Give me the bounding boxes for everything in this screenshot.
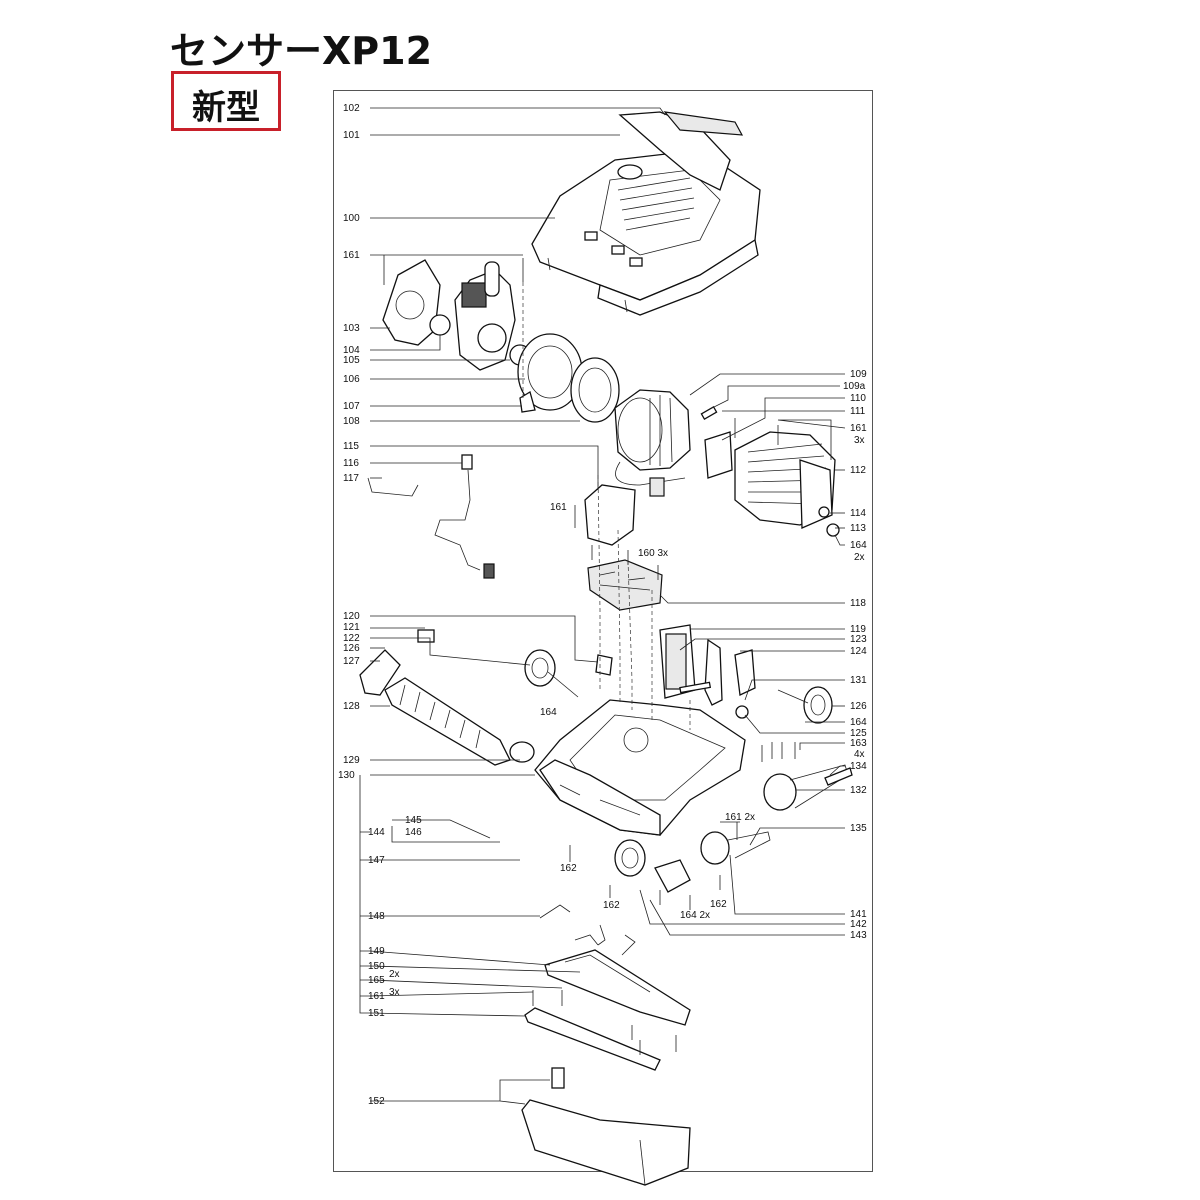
callout-165: 165 bbox=[368, 975, 385, 986]
callout-2x-b: 2x bbox=[389, 969, 400, 980]
callout-100: 100 bbox=[343, 213, 360, 224]
callout-147: 147 bbox=[368, 855, 385, 866]
callout-142: 142 bbox=[850, 919, 867, 930]
callout-113: 113 bbox=[850, 523, 866, 534]
callout-134: 134 bbox=[850, 761, 867, 772]
callout-128: 128 bbox=[343, 701, 360, 712]
callout-121: 121 bbox=[343, 622, 360, 633]
callout-130: 130 bbox=[338, 770, 355, 781]
callout-124: 124 bbox=[850, 646, 867, 657]
callout-2x-a: 2x bbox=[854, 552, 865, 563]
callout-161d: 161 2x bbox=[725, 812, 755, 823]
callout-164a: 164 bbox=[850, 540, 867, 551]
callout-3x-a: 3x bbox=[854, 435, 865, 446]
callout-163: 163 bbox=[850, 738, 867, 749]
part-power-cord bbox=[367, 454, 495, 579]
callout-149: 149 bbox=[368, 946, 385, 957]
callout-118: 118 bbox=[850, 598, 866, 609]
callout-151: 151 bbox=[368, 1008, 385, 1019]
callout-161a: 161 bbox=[343, 250, 360, 261]
part-sole-plate bbox=[524, 949, 691, 1071]
callout-161e: 161 bbox=[368, 991, 385, 1002]
callout-143: 143 bbox=[850, 930, 867, 941]
part-bumper bbox=[521, 1067, 691, 1186]
callout-109a: 109a bbox=[843, 381, 866, 392]
callout-4x: 4x bbox=[854, 749, 865, 760]
callout-120: 120 bbox=[343, 611, 360, 622]
callout-116: 116 bbox=[343, 458, 359, 469]
callout-119: 119 bbox=[850, 624, 866, 635]
part-switch-assembly bbox=[659, 624, 756, 719]
callout-111: 111 bbox=[850, 406, 866, 417]
callout-164b: 164 bbox=[540, 707, 557, 718]
callout-123: 123 bbox=[850, 634, 867, 645]
callout-135: 135 bbox=[850, 823, 867, 834]
part-pcb bbox=[587, 559, 663, 611]
page-title: センサーXP12 bbox=[170, 29, 433, 73]
part-belt-pulley bbox=[654, 764, 853, 893]
callout-148: 148 bbox=[368, 911, 385, 922]
part-motor bbox=[614, 389, 718, 497]
callout-115: 115 bbox=[343, 441, 359, 452]
callout-129: 129 bbox=[343, 755, 360, 766]
callout-152: 152 bbox=[368, 1096, 385, 1107]
callout-162c: 162 bbox=[710, 899, 727, 910]
callout-3x-b: 3x bbox=[389, 987, 400, 998]
callout-127: 127 bbox=[343, 656, 360, 667]
callout-162b: 162 bbox=[603, 900, 620, 911]
model-badge-label: 新型 bbox=[192, 88, 260, 128]
part-motor-rings bbox=[509, 333, 620, 423]
callout-110: 110 bbox=[850, 393, 866, 404]
part-screws bbox=[383, 258, 832, 1055]
callout-122: 122 bbox=[343, 633, 360, 644]
callout-164c: 164 bbox=[850, 717, 867, 728]
callout-125: 125 bbox=[850, 728, 867, 739]
callout-108: 108 bbox=[343, 416, 360, 427]
callout-164d: 164 2x bbox=[680, 910, 710, 921]
part-wheels bbox=[524, 649, 833, 877]
callout-162a: 162 bbox=[560, 863, 577, 874]
callout-109: 109 bbox=[850, 369, 867, 380]
callout-126b: 126 bbox=[850, 701, 867, 712]
callout-117: 117 bbox=[343, 473, 359, 484]
callout-labels: 102 101 100 161 103 104 105 106 107 108 … bbox=[338, 103, 867, 1107]
model-badge: 新型 bbox=[171, 71, 281, 131]
callout-150: 150 bbox=[368, 961, 385, 972]
callout-103: 103 bbox=[343, 323, 360, 334]
part-bracket bbox=[584, 484, 636, 546]
part-springs bbox=[539, 904, 636, 956]
part-fan-housing bbox=[382, 259, 516, 371]
callout-161c: 161 bbox=[550, 502, 567, 513]
callout-114: 114 bbox=[850, 508, 866, 519]
callout-106: 106 bbox=[343, 374, 360, 385]
leader-lines bbox=[359, 107, 846, 1105]
callout-131: 131 bbox=[850, 675, 867, 686]
callout-126a: 126 bbox=[343, 643, 360, 654]
callout-161b: 161 bbox=[850, 423, 867, 434]
part-base-chassis bbox=[534, 699, 746, 836]
callout-102: 102 bbox=[343, 103, 360, 114]
part-filter-lid bbox=[618, 111, 744, 191]
callout-145: 145 bbox=[405, 815, 422, 826]
part-top-cover bbox=[531, 149, 761, 316]
part-cord-reel bbox=[704, 431, 840, 537]
callout-146: 146 bbox=[405, 827, 422, 838]
callout-101: 101 bbox=[343, 130, 360, 141]
callout-112: 112 bbox=[850, 465, 866, 476]
callout-105: 105 bbox=[343, 355, 360, 366]
callout-132: 132 bbox=[850, 785, 867, 796]
callout-104: 104 bbox=[343, 345, 360, 356]
callout-160: 160 3x bbox=[638, 548, 668, 559]
callout-107: 107 bbox=[343, 401, 360, 412]
callout-141: 141 bbox=[850, 909, 867, 920]
callout-144: 144 bbox=[368, 827, 385, 838]
